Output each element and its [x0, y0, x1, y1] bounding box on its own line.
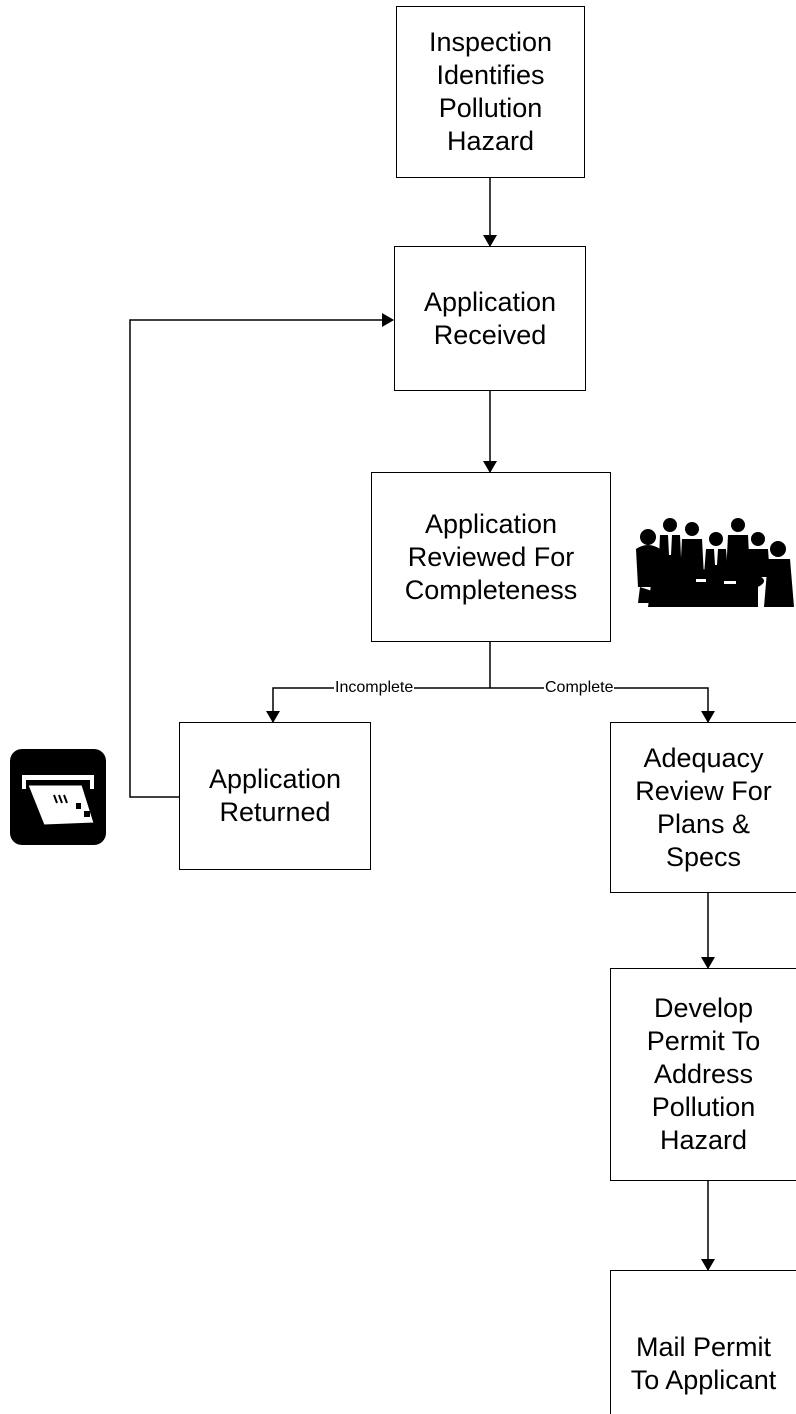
- node-line: Permit To: [646, 1026, 761, 1056]
- node-mail: Mail Permit To Applicant: [610, 1270, 796, 1414]
- node-line: Application: [423, 286, 557, 317]
- node-reviewed: Application Reviewed For Completeness: [371, 472, 611, 642]
- node-line: Address: [653, 1059, 754, 1089]
- node-line: Completeness: [404, 574, 578, 605]
- node-line: Reviewed For: [407, 541, 575, 572]
- node-line: Review For: [635, 775, 772, 806]
- node-line: Plans &: [656, 808, 751, 839]
- node-line: Returned: [219, 797, 331, 827]
- node-line: Mail Permit: [635, 1332, 771, 1362]
- node-line: Identifies: [436, 60, 545, 90]
- node-line: Inspection: [428, 27, 553, 57]
- node-line: Specs: [665, 841, 742, 872]
- complete-label: Complete: [544, 679, 615, 697]
- node-line: Develop: [653, 993, 754, 1023]
- node-line: Pollution: [438, 93, 543, 123]
- node-develop: Develop Permit To Address Pollution Haza…: [610, 968, 796, 1181]
- node-adequacy: Adequacy Review For Plans & Specs: [610, 722, 796, 893]
- node-line: Hazard: [446, 126, 535, 156]
- edge-returned-loop: [129, 313, 394, 798]
- mail-slot-icon: [10, 749, 106, 845]
- node-received: Application Received: [394, 246, 586, 391]
- node-line: To Applicant: [630, 1365, 777, 1395]
- node-line: Application: [208, 764, 342, 794]
- incomplete-label: Incomplete: [334, 679, 415, 697]
- edge-incomplete: [266, 687, 490, 723]
- node-line: Application: [424, 508, 558, 539]
- node-inspection: Inspection Identifies Pollution Hazard: [396, 6, 585, 178]
- node-line: Pollution: [651, 1092, 756, 1122]
- node-line: Hazard: [659, 1125, 748, 1155]
- meeting-people-icon: [636, 518, 794, 607]
- node-line: Adequacy: [643, 742, 764, 773]
- node-returned: Application Returned: [179, 722, 371, 870]
- node-line: Received: [433, 319, 547, 350]
